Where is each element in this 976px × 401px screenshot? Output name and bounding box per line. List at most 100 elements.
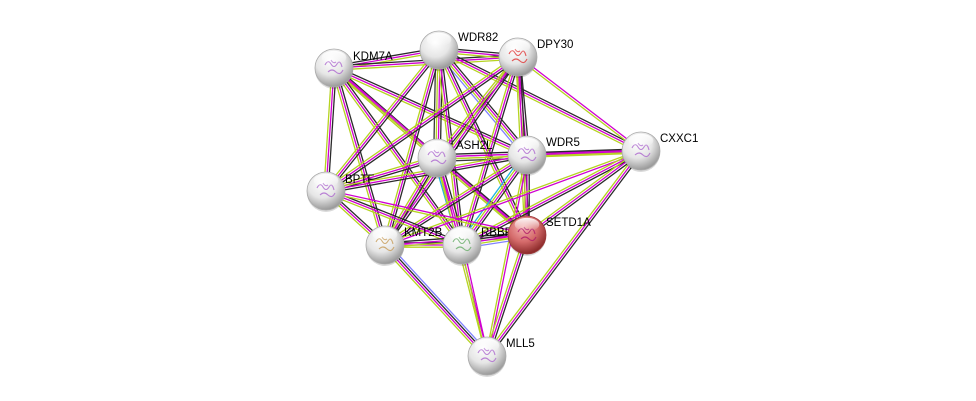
node-highlight [514, 137, 540, 152]
edge-evidence-database [384, 154, 528, 246]
edge-evidence-database [325, 56, 519, 192]
edge-evidence-textmining [525, 148, 641, 234]
node-label: MLL5 [506, 338, 535, 350]
node-rbbp5[interactable]: RBBP5 [442, 225, 519, 266]
node-label: KDM7A [353, 51, 393, 63]
edge-wdr82-setd1a[interactable] [436, 48, 530, 237]
node-highlight [426, 32, 452, 47]
edge-cxxc1-mll5[interactable] [484, 149, 644, 358]
edge-evidence-textmining [323, 48, 438, 191]
node-kdm7a[interactable]: KDM7A [314, 48, 393, 89]
node-setd1a[interactable]: SETD1A [507, 215, 591, 256]
edge-evidence-experimental [385, 243, 489, 356]
edge-evidence-experimental [462, 152, 643, 248]
edge-evidence-database [325, 190, 463, 246]
edge-evidence-textmining [332, 69, 527, 158]
node-label: ASH2L [456, 140, 493, 152]
edge-evidence-database [325, 49, 440, 192]
edge-wdr5-kmt2b[interactable] [383, 152, 529, 248]
edge-evidence-textmining [383, 152, 527, 244]
edge-evidence-textmining [460, 148, 641, 244]
edge-evidence-textmining [484, 149, 640, 356]
edge-evidence-database [486, 150, 642, 357]
edge-evidence-textmining [323, 67, 333, 191]
edge-evidence-experimental [488, 151, 644, 358]
edge-wdr5-mll5[interactable] [485, 154, 529, 357]
edge-evidence-database [461, 56, 519, 246]
edge-cxxc1-setd1a[interactable] [525, 148, 643, 238]
edge-dpy30-bptf[interactable] [324, 54, 520, 194]
node-cxxc1[interactable]: CXXC1 [621, 131, 698, 172]
node-dpy30[interactable]: DPY30 [498, 37, 573, 78]
edge-kdm7a-bptf[interactable] [323, 67, 337, 192]
edge-evidence-textmining [435, 159, 526, 238]
node-highlight [505, 39, 531, 54]
node-mll5[interactable]: MLL5 [467, 336, 535, 377]
edge-evidence-experimental [326, 156, 528, 194]
node-bptf[interactable]: BPTF [306, 171, 374, 212]
edge-evidence-textmining [324, 54, 518, 190]
edge-setd1a-mll5[interactable] [484, 234, 530, 357]
node-highlight [474, 338, 500, 353]
edge-evidence-database [436, 56, 519, 159]
edge-evidence-database [438, 49, 528, 236]
node-label: CXXC1 [660, 133, 698, 145]
edge-dpy30-cxxc1[interactable] [516, 55, 643, 153]
edge-layer [323, 47, 644, 359]
edge-evidence-experimental [440, 48, 530, 235]
edge-evidence-experimental [385, 156, 529, 248]
edge-evidence-textmining [325, 155, 437, 190]
edge-evidence-experimental [386, 50, 442, 246]
edge-evidence-database [325, 67, 335, 192]
edge-evidence-database [383, 245, 487, 358]
node-label: WDR5 [546, 137, 580, 149]
edge-evidence-textmining [434, 55, 517, 158]
node-ash2l[interactable]: ASH2L [417, 138, 493, 179]
edge-evidence-database [518, 55, 643, 151]
edge-evidence-textmining [436, 50, 526, 237]
edge-evidence-database [486, 234, 528, 357]
edge-evidence-experimental [527, 152, 643, 238]
node-highlight [514, 217, 540, 232]
node-highlight [449, 227, 475, 242]
edge-evidence-textmining [324, 192, 462, 248]
node-kmt2b[interactable]: KMT2B [365, 225, 443, 266]
node-wdr5[interactable]: WDR5 [507, 135, 580, 176]
edge-kmt2b-mll5[interactable] [382, 242, 490, 359]
edge-wdr82-bptf[interactable] [323, 48, 442, 193]
node-label: SETD1A [546, 217, 591, 229]
edge-evidence-textmining [382, 246, 486, 359]
edge-evidence-experimental [326, 188, 464, 244]
edge-evidence-database [526, 150, 642, 236]
node-highlight [372, 227, 398, 242]
edge-evidence-experimental [439, 47, 643, 150]
edge-evidence-database [384, 49, 440, 246]
edge-evidence-textmining [382, 49, 438, 245]
node-wdr82[interactable]: WDR82 [419, 30, 498, 71]
edge-evidence-database [487, 155, 529, 357]
edge-evidence-experimental [335, 66, 465, 245]
edge-evidence-textmining [484, 234, 526, 356]
edge-evidence-experimental [327, 50, 442, 193]
edge-evidence-textmining [516, 57, 641, 153]
edge-wdr82-cxxc1[interactable] [437, 47, 643, 154]
node-highlight [628, 133, 654, 148]
edge-wdr82-kmt2b[interactable] [382, 49, 442, 246]
edge-evidence-textmining [334, 58, 519, 71]
edge-evidence-experimental [488, 235, 530, 357]
edge-bptf-setd1a[interactable] [325, 189, 528, 237]
edge-evidence-experimental [326, 58, 520, 194]
node-label: WDR82 [458, 32, 498, 44]
edge-evidence-homology [386, 242, 490, 355]
edge-evidence-database [438, 49, 642, 152]
edge-evidence-database [385, 151, 642, 247]
edge-evidence-experimental [327, 68, 337, 192]
edge-cxxc1-rbbp5[interactable] [460, 148, 643, 248]
edge-evidence-textmining [325, 191, 527, 237]
edge-bptf-rbbp5[interactable] [324, 188, 464, 248]
edge-evidence-textmining [437, 51, 641, 154]
node-highlight [424, 140, 450, 155]
edge-evidence-database [461, 150, 642, 246]
